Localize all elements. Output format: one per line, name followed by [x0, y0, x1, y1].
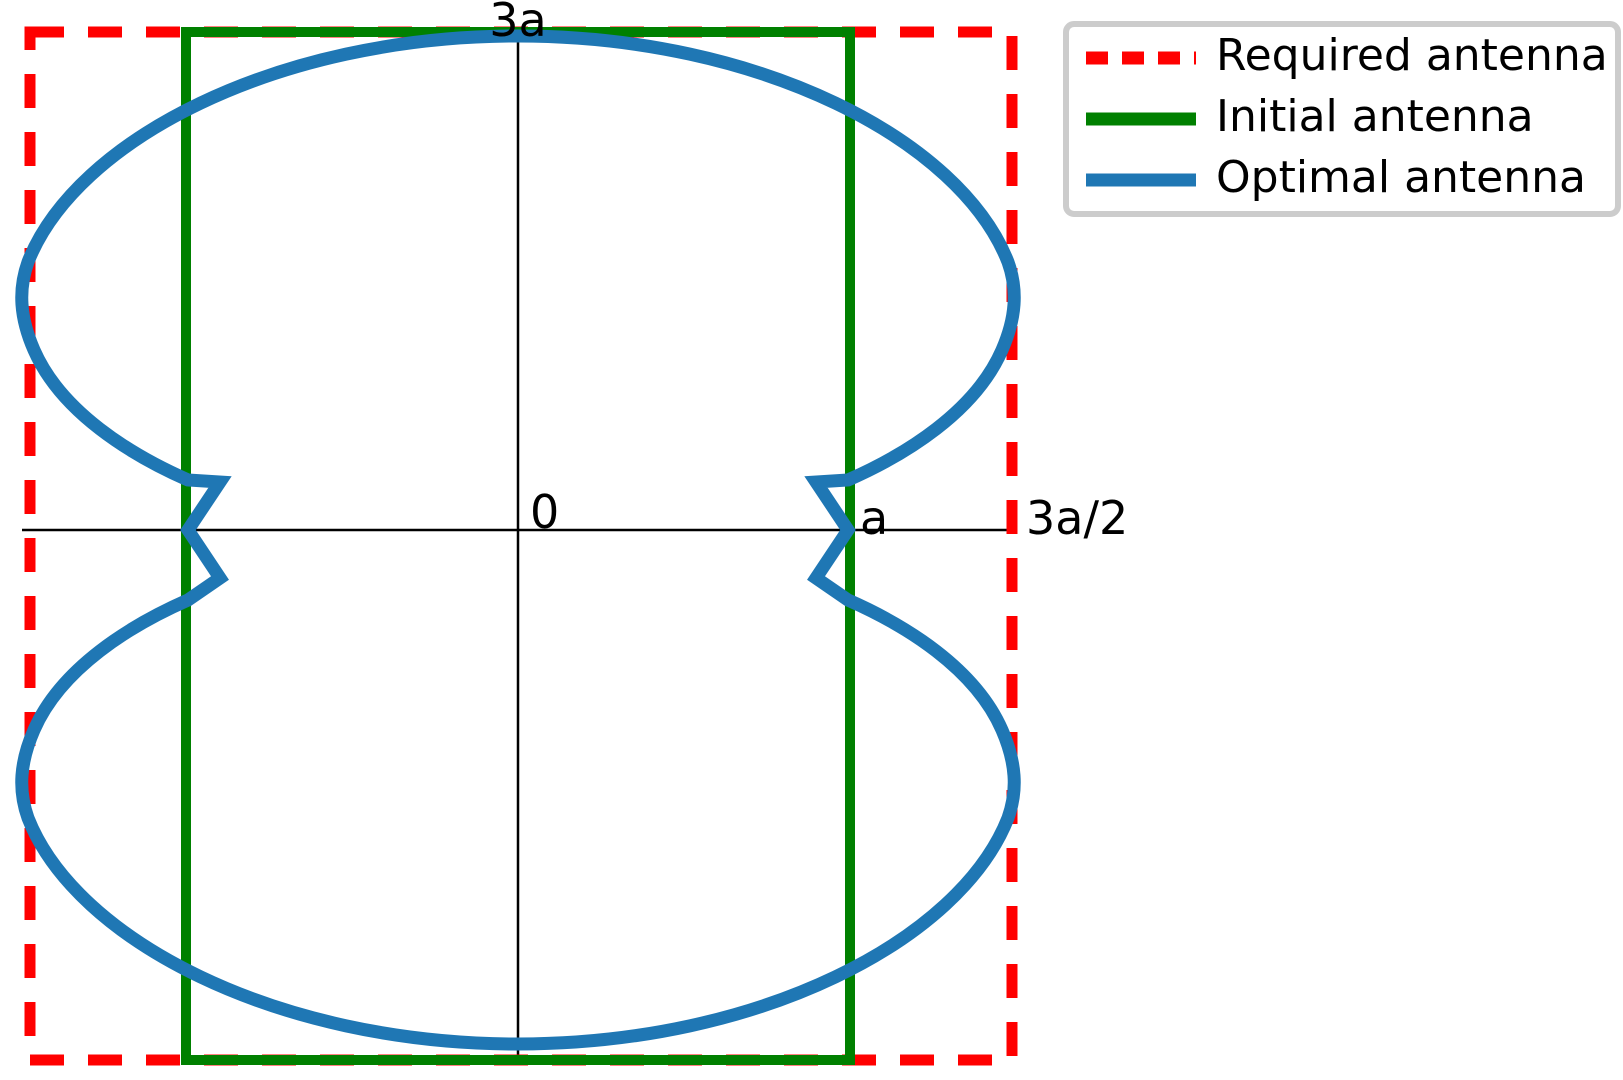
- x-tick-3a-over-2-label: 3a/2: [1026, 491, 1128, 545]
- legend-box: [1063, 21, 1621, 217]
- legend-item-optimal-antenna[interactable]: Optimal antenna: [1086, 152, 1586, 203]
- legend-label-initial-antenna: Initial antenna: [1216, 91, 1534, 142]
- optimal-antenna-contour: [15, 29, 1021, 1051]
- x-tick-a-label: a: [860, 491, 888, 545]
- top-axis-label: 3a: [489, 0, 546, 47]
- legend-item-required-antenna[interactable]: Required antenna: [1086, 30, 1608, 81]
- required-antenna-rect: [24, 26, 1018, 1066]
- legend-label-required-antenna: Required antenna: [1216, 30, 1608, 81]
- legend-item-initial-antenna[interactable]: Initial antenna: [1086, 91, 1534, 142]
- legend-label-optimal-antenna: Optimal antenna: [1216, 152, 1586, 203]
- legend: Required antenna Initial antenna Optimal…: [1063, 21, 1621, 217]
- origin-label: 0: [530, 485, 559, 539]
